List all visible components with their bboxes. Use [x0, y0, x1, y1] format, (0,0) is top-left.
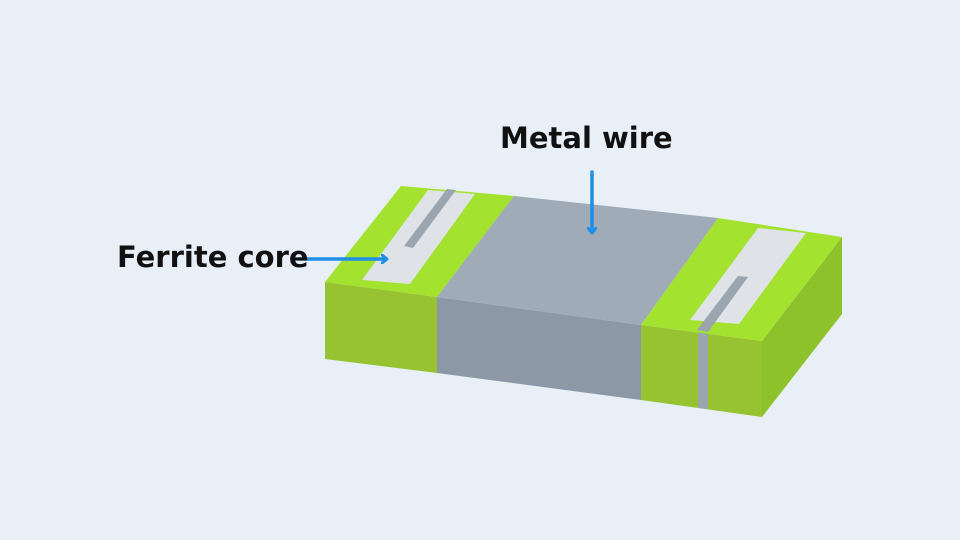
ferrite-core-label: Ferrite core	[117, 240, 309, 274]
ferrite-right-side	[762, 237, 842, 417]
wire-trace-right	[697, 276, 748, 332]
metal-front-face	[437, 297, 641, 400]
electrode-right	[690, 228, 806, 324]
wire-stripe-front	[698, 332, 708, 409]
wire-trace-left	[404, 189, 456, 248]
metal-top-face	[437, 196, 718, 325]
ferrite-front-left	[325, 282, 437, 373]
metal-wire-label: Metal wire	[500, 121, 673, 155]
